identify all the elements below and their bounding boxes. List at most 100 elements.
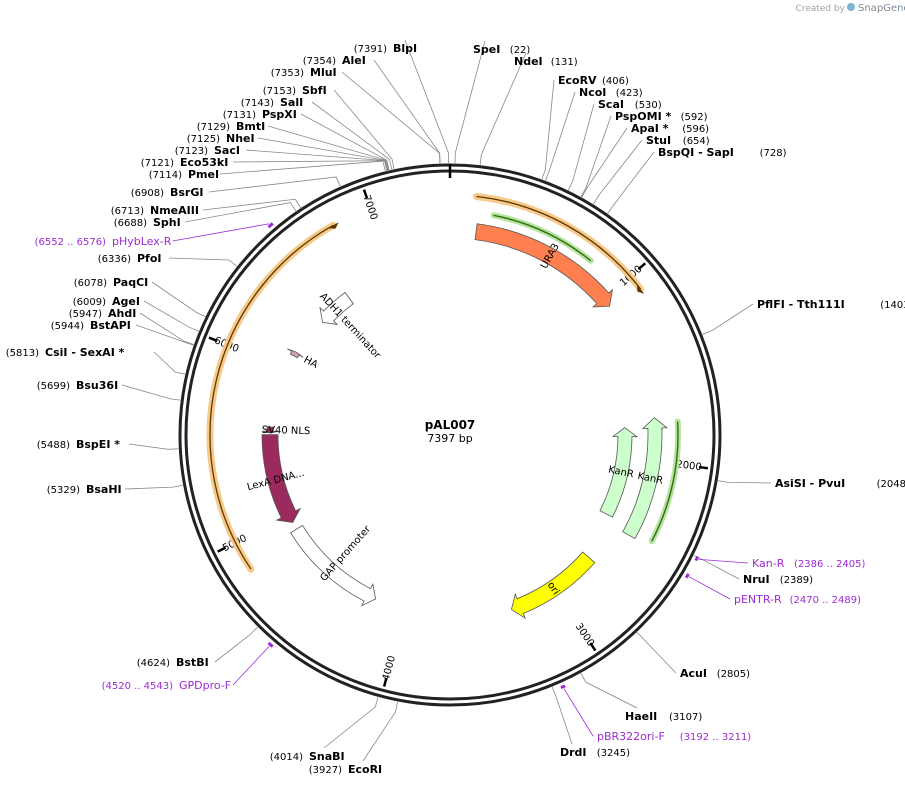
site-leader-line bbox=[323, 696, 379, 749]
plasmid-backbone bbox=[178, 163, 722, 707]
restriction-site[interactable]: (6908)BsrGI bbox=[131, 186, 204, 199]
restriction-site[interactable]: BspQI - SapI(728) bbox=[658, 146, 787, 159]
restriction-site[interactable]: (5813)CsiI - SexAI * bbox=[6, 346, 125, 359]
restriction-site[interactable]: (7153)SbfI bbox=[263, 84, 327, 97]
feature-arrow[interactable] bbox=[599, 427, 639, 518]
tick-mark bbox=[362, 189, 369, 199]
restriction-site[interactable]: (7121) Eco53kI bbox=[141, 156, 229, 169]
restriction-site[interactable]: (7123)SacI bbox=[175, 144, 240, 157]
site-leader-line bbox=[333, 89, 395, 170]
feature-label: KanR bbox=[607, 464, 635, 480]
primer[interactable]: Kan-R(2386 .. 2405) bbox=[752, 557, 866, 570]
tick-mark bbox=[382, 677, 388, 687]
primer-name: Kan-R bbox=[752, 557, 785, 570]
tick-mark bbox=[698, 465, 709, 470]
tick-mark bbox=[217, 546, 227, 553]
site-name: PfoI bbox=[137, 252, 162, 265]
restriction-site[interactable]: (7354)AleI bbox=[303, 54, 366, 67]
site-name: PflFI - Tth111I bbox=[757, 298, 845, 311]
restriction-site[interactable]: (5699)Bsu36I bbox=[37, 379, 118, 392]
restriction-site[interactable]: (7143)SalI bbox=[241, 96, 303, 109]
primer-leader-line bbox=[698, 559, 749, 564]
site-leader-line bbox=[202, 198, 302, 211]
primer[interactable]: pENTR-R(2470 .. 2489) bbox=[734, 593, 861, 606]
restriction-site[interactable]: EcoRV (406) bbox=[558, 74, 629, 87]
feature-arrow[interactable] bbox=[261, 426, 279, 434]
site-leader-line bbox=[701, 303, 754, 336]
restriction-site[interactable]: NdeI (131) bbox=[514, 55, 578, 68]
site-name: PspOMI * bbox=[615, 110, 672, 123]
site-name: SacI bbox=[214, 144, 240, 157]
site-name: MluI bbox=[310, 66, 337, 79]
site-leader-line bbox=[636, 631, 677, 674]
restriction-site[interactable]: (4624)BstBI bbox=[137, 656, 209, 669]
site-name: EcoRV bbox=[558, 74, 597, 87]
feature-arrow[interactable] bbox=[290, 524, 377, 607]
site-position: (3245) bbox=[597, 748, 630, 759]
restriction-site[interactable]: (6336)PfoI bbox=[98, 252, 162, 265]
site-name: BmtI bbox=[236, 120, 265, 133]
plasmid-length: 7397 bp bbox=[427, 432, 472, 445]
restriction-site[interactable]: (5329)BsaHI bbox=[47, 483, 122, 496]
restriction-site[interactable]: AcuI(2805) bbox=[680, 667, 750, 680]
restriction-site[interactable]: PflFI - Tth111I(1403) bbox=[757, 298, 905, 311]
restriction-site[interactable]: (7125)NheI bbox=[187, 132, 255, 145]
restriction-site[interactable]: ScaI(530) bbox=[598, 98, 662, 111]
orf-green-line bbox=[493, 214, 592, 262]
restriction-site[interactable]: (5944)BstAPI bbox=[51, 319, 131, 332]
feature-arrow[interactable] bbox=[474, 223, 614, 308]
restriction-site[interactable]: HaeII(3107) bbox=[625, 710, 702, 723]
site-name: Eco53kI bbox=[180, 156, 228, 169]
site-leader-line bbox=[121, 384, 182, 401]
site-labels: (7391)BlpI(7354)AleI(7353)MluI (7153)SbfI… bbox=[6, 42, 905, 776]
feature-arrow[interactable] bbox=[622, 417, 668, 540]
feature-arrow[interactable] bbox=[319, 291, 354, 326]
site-position: (406) bbox=[602, 76, 629, 87]
primer[interactable]: (6552 .. 6576)pHybLex-R bbox=[35, 235, 172, 248]
restriction-site[interactable]: (7391)BlpI bbox=[354, 42, 417, 55]
restriction-site[interactable]: NcoI(423) bbox=[579, 86, 643, 99]
site-name: HaeII bbox=[625, 710, 657, 723]
restriction-site[interactable]: (4014)SnaBI bbox=[270, 750, 345, 763]
site-leader-line bbox=[300, 113, 390, 171]
restriction-site[interactable]: SpeI(22) bbox=[473, 43, 530, 56]
site-name: SphI bbox=[153, 216, 181, 229]
site-leader-line bbox=[551, 685, 573, 745]
restriction-site[interactable]: (5488)BspEI * bbox=[37, 438, 121, 451]
site-name: NruI bbox=[743, 573, 770, 586]
primer[interactable]: pBR322ori-F(3192 .. 3211) bbox=[597, 730, 751, 743]
feature-arrow[interactable] bbox=[261, 434, 302, 523]
site-leader-line bbox=[341, 71, 441, 165]
primer[interactable]: (4520 .. 4543)GPDpro-F bbox=[102, 679, 232, 692]
site-name: BsrGI bbox=[170, 186, 203, 199]
restriction-site[interactable]: DrdI(3245) bbox=[560, 746, 630, 759]
site-position: (5813) bbox=[6, 348, 39, 359]
restriction-site[interactable]: (3927)EcoRI bbox=[309, 763, 382, 776]
feature-arrow[interactable] bbox=[287, 348, 304, 359]
restriction-site[interactable]: NruI(2389) bbox=[743, 573, 813, 586]
site-name: Bsu36I bbox=[76, 379, 118, 392]
site-leader-line bbox=[267, 125, 390, 172]
site-position: (7121) bbox=[141, 158, 174, 169]
restriction-site[interactable]: PspOMI *(592) bbox=[615, 110, 708, 123]
site-position: (5947) bbox=[69, 309, 102, 320]
restriction-site[interactable]: (7131)PspXI bbox=[223, 108, 297, 121]
primer-bind-mark bbox=[560, 684, 566, 690]
site-name: NdeI bbox=[514, 55, 543, 68]
site-position: (131) bbox=[551, 57, 578, 68]
restriction-site[interactable]: AsiSI - PvuI(2048) bbox=[775, 477, 905, 490]
restriction-site[interactable]: (7114)PmeI bbox=[149, 168, 219, 181]
restriction-site[interactable]: (6009)AgeI bbox=[73, 295, 140, 308]
restriction-site[interactable]: StuI(654) bbox=[646, 134, 710, 147]
restriction-site[interactable]: (7353)MluI bbox=[271, 66, 337, 79]
site-position: (7131) bbox=[223, 110, 256, 121]
restriction-site[interactable]: (6078)PaqCI bbox=[74, 276, 149, 289]
feature-arrow[interactable] bbox=[510, 551, 596, 620]
site-position: (6078) bbox=[74, 278, 107, 289]
restriction-site[interactable]: (7129)BmtI bbox=[197, 120, 265, 133]
restriction-site[interactable]: ApaI *(596) bbox=[631, 122, 709, 135]
restriction-site[interactable]: (6713)NmeAIII bbox=[111, 204, 199, 217]
restriction-site[interactable]: (6688)SphI bbox=[114, 216, 181, 229]
restriction-site[interactable]: (5947)AhdI bbox=[69, 307, 137, 320]
site-leader-line bbox=[404, 39, 450, 165]
